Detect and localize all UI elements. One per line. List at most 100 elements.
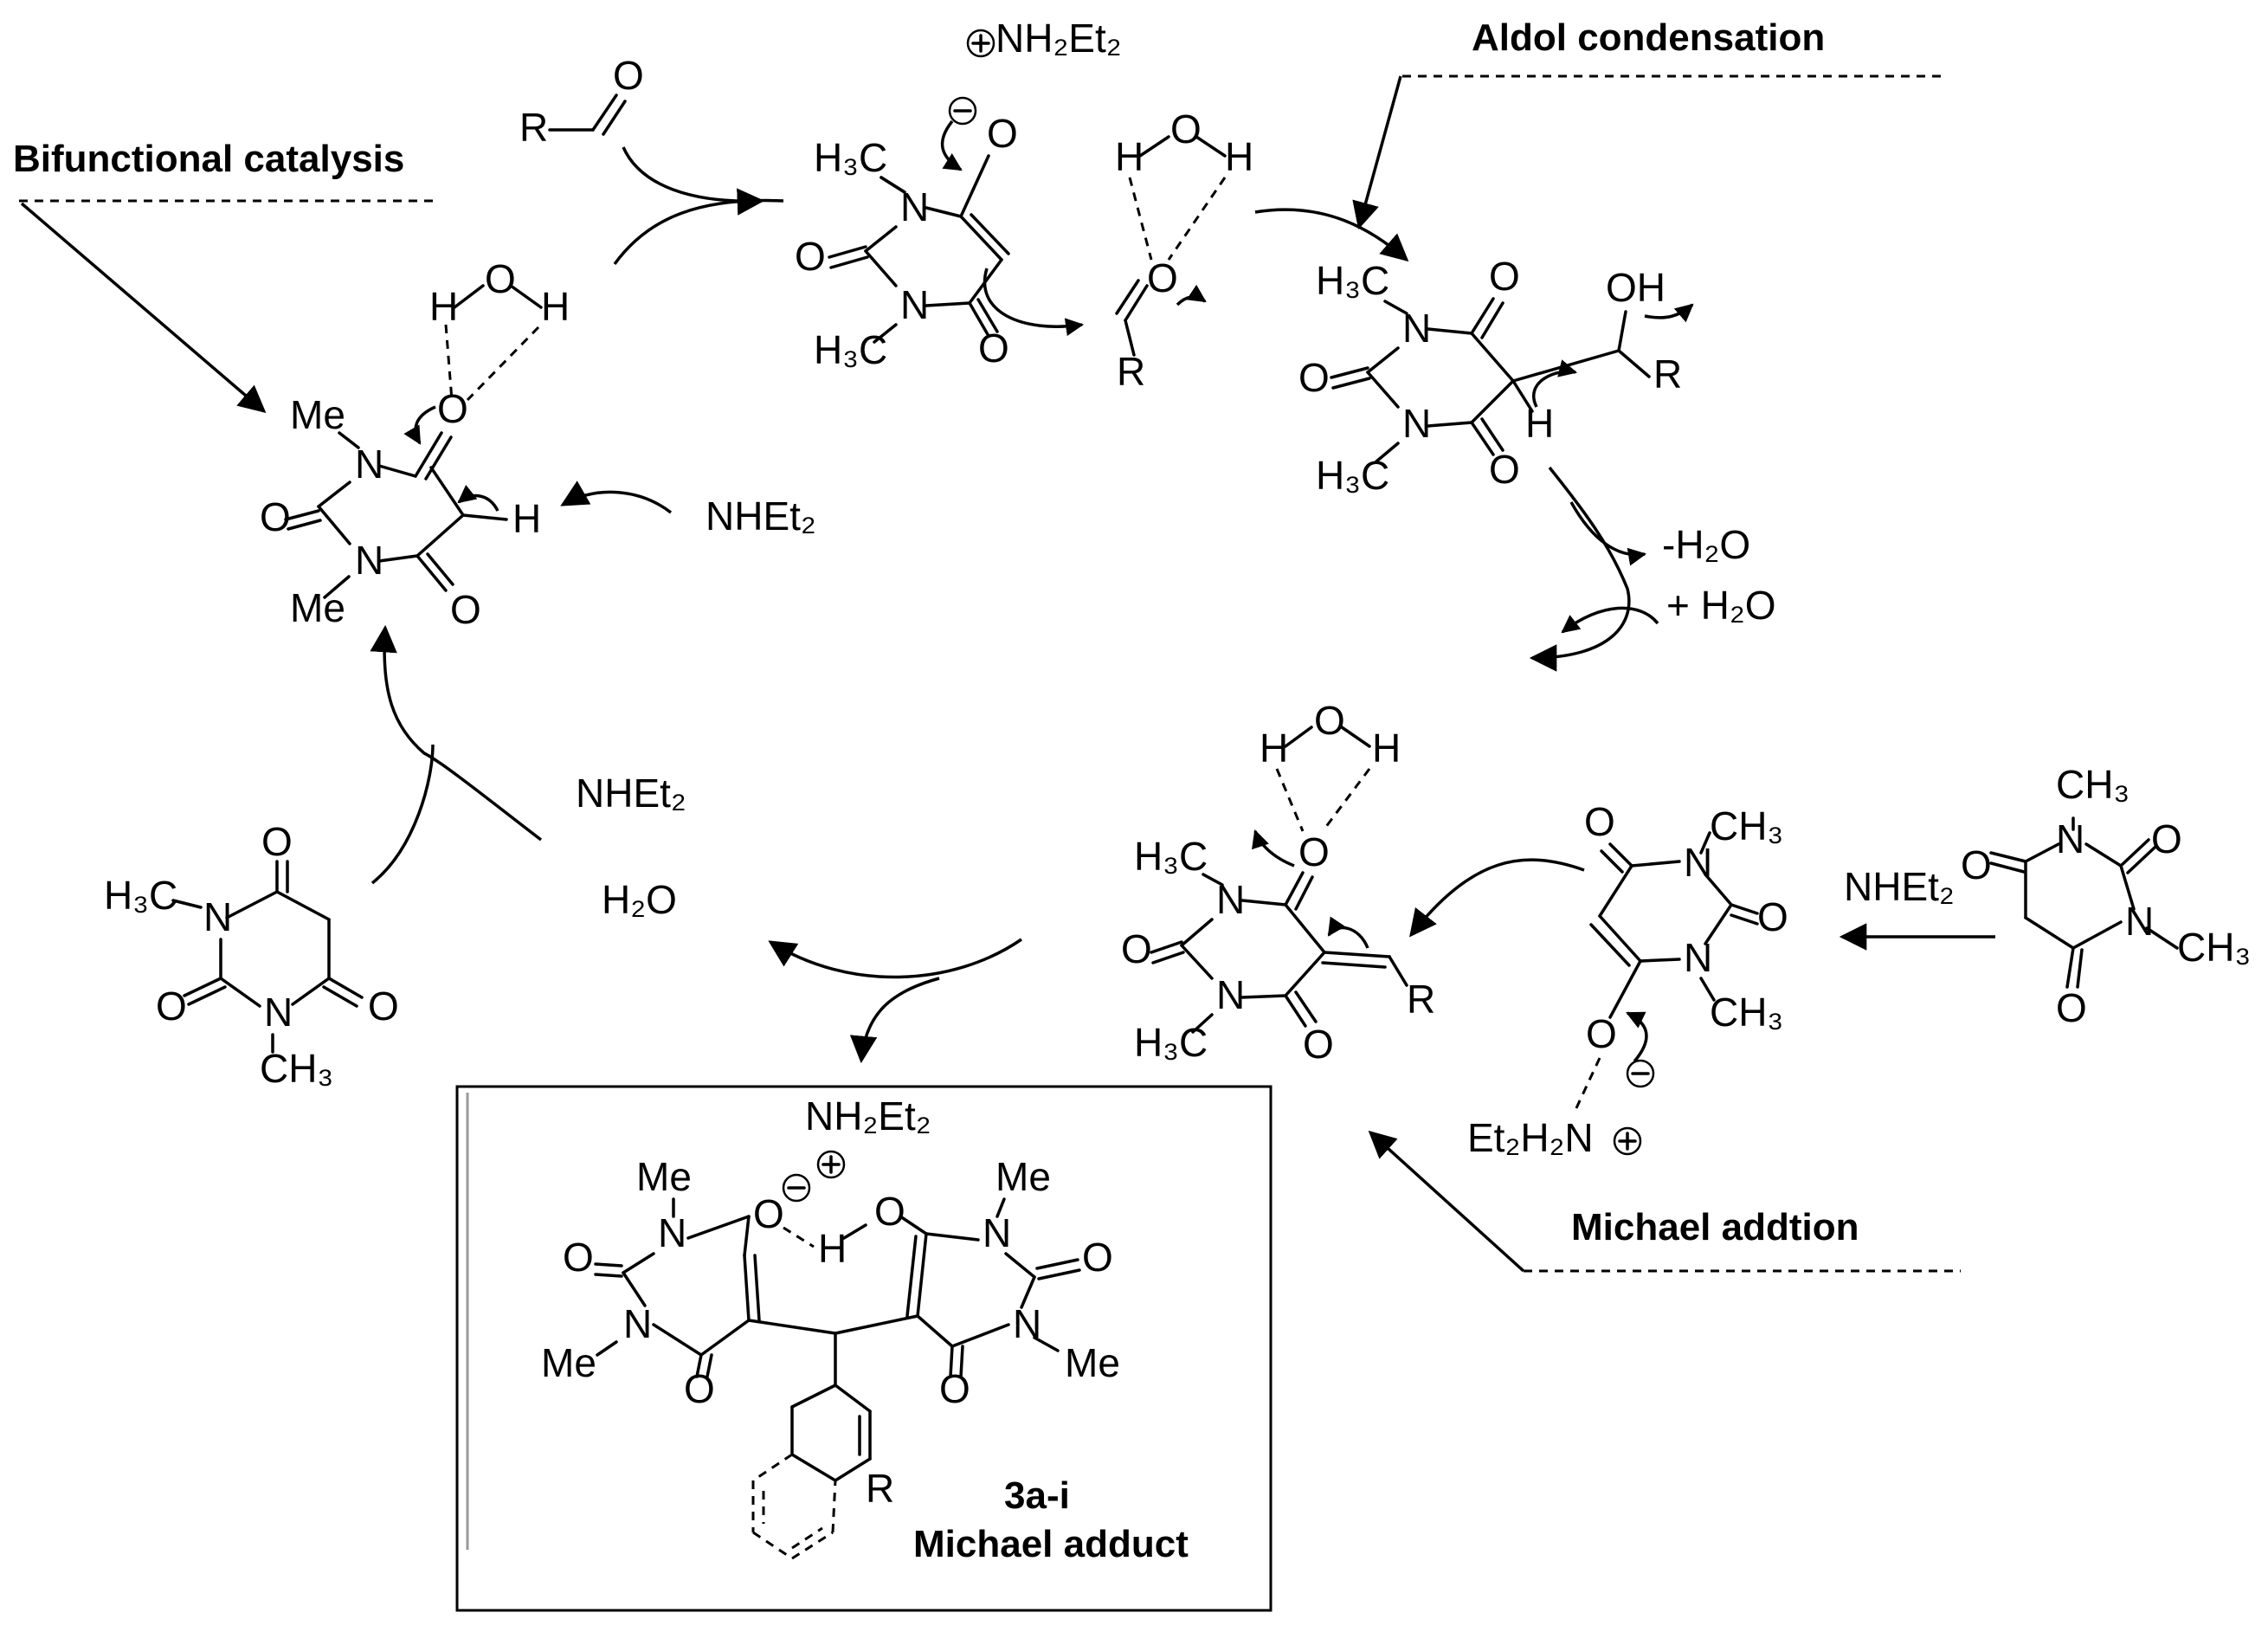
svg-text:Me: Me	[290, 392, 345, 437]
label-nhet2-left: NHEt₂	[576, 771, 686, 816]
water-gain-arrow	[1561, 606, 1659, 634]
label-water-left: H₂O	[602, 877, 677, 922]
pointer-arrow-bifunctional	[20, 202, 267, 414]
svg-text:Et₂H₂N: Et₂H₂N	[1467, 1115, 1594, 1160]
aldol-adduct: H₃C N N H₃C O O O OH R H	[1298, 254, 1694, 498]
svg-text:O: O	[1757, 894, 1788, 939]
svg-text:CH₃: CH₃	[2056, 762, 2129, 807]
svg-text:H₃C: H₃C	[814, 135, 887, 180]
base-deprotonation-arrow	[560, 481, 673, 514]
svg-text:CH₃: CH₃	[1710, 803, 1783, 848]
svg-text:O: O	[874, 1189, 905, 1234]
svg-text:N: N	[2125, 899, 2154, 944]
cycle-connector-left	[370, 744, 435, 885]
pointer-arrow-aldol	[1352, 75, 1402, 230]
svg-text:O: O	[1489, 254, 1520, 299]
svg-text:H₃C: H₃C	[104, 873, 177, 918]
cycle-arc-right	[1529, 466, 1631, 672]
svg-text:H: H	[1372, 726, 1401, 771]
svg-text:CH₃: CH₃	[2177, 925, 2251, 970]
heading-bifunctional-catalysis: Bifunctional catalysis	[13, 138, 404, 180]
svg-text:Me: Me	[541, 1340, 596, 1385]
svg-text:O: O	[1584, 799, 1615, 844]
svg-text:O: O	[1298, 829, 1330, 874]
second-enolate: O N CH₃ O N CH₃ O Et₂H₂N	[1409, 799, 1788, 1160]
svg-text:H: H	[1225, 134, 1253, 179]
svg-text:O: O	[1170, 106, 1202, 152]
svg-text:O: O	[1961, 842, 1992, 887]
svg-text:H: H	[818, 1226, 847, 1271]
enolate-intermediate: NH₂Et₂ O H₃C N N H₃C O O H O H O	[795, 16, 1253, 394]
product-box	[455, 1085, 1273, 1612]
heading-aldol-condensation: Aldol condensation	[1472, 16, 1825, 59]
label-nhet2-deprotonation: NHEt₂	[706, 493, 816, 539]
svg-text:Me: Me	[1065, 1340, 1120, 1385]
svg-text:O: O	[613, 53, 644, 98]
svg-text:O: O	[684, 1366, 715, 1411]
svg-text:O: O	[1303, 1022, 1334, 1067]
svg-text:OH: OH	[1606, 265, 1666, 310]
cycle-arc-top-right	[1254, 208, 1409, 262]
svg-text:H₃C: H₃C	[1134, 1020, 1208, 1065]
svg-text:N: N	[900, 282, 929, 327]
svg-text:Me: Me	[290, 585, 345, 630]
svg-text:O: O	[2056, 985, 2087, 1030]
svg-text:N: N	[1402, 401, 1431, 446]
svg-text:O: O	[978, 326, 1009, 371]
product-label: 3a-i	[1004, 1474, 1070, 1517]
svg-text:O: O	[450, 587, 481, 632]
heading-michael-addition: Michael addtion	[1571, 1206, 1859, 1248]
svg-text:N: N	[355, 442, 383, 487]
svg-text:CH₃: CH₃	[1710, 990, 1783, 1035]
svg-text:H: H	[512, 496, 541, 541]
label-nhet2-right: NHEt₂	[1844, 864, 1955, 909]
svg-text:O: O	[261, 819, 293, 864]
svg-text:NH₂Et₂: NH₂Et₂	[995, 16, 1122, 61]
svg-text:O: O	[1586, 1011, 1617, 1056]
svg-text:H₃C: H₃C	[814, 327, 887, 372]
svg-text:O: O	[437, 386, 468, 431]
svg-text:O: O	[485, 256, 516, 301]
svg-text:H: H	[1260, 726, 1288, 771]
svg-text:NH₂Et₂: NH₂Et₂	[805, 1093, 931, 1139]
svg-text:N: N	[2056, 816, 2084, 861]
label-minus-water: -H₂O	[1662, 522, 1750, 567]
svg-text:Me: Me	[995, 1154, 1051, 1199]
svg-text:O: O	[987, 111, 1018, 156]
svg-text:O: O	[1147, 255, 1178, 300]
dimethylbarbituric-acid-left: O H₃C N O N CH₃ O	[104, 819, 399, 1091]
svg-text:H₃C: H₃C	[1134, 834, 1208, 879]
svg-text:N: N	[623, 1301, 652, 1346]
cycle-arc-top-left	[613, 198, 784, 266]
svg-text:H: H	[541, 284, 570, 329]
cycle-arc-left	[370, 624, 543, 842]
barbituric-acid-water-complex: Me N N Me O O O H H O H	[260, 256, 570, 632]
svg-text:O: O	[1298, 355, 1330, 400]
pointer-arrow-michael	[1368, 1130, 1525, 1273]
product-name: Michael adduct	[913, 1523, 1189, 1565]
product-release-arrow	[849, 977, 940, 1064]
svg-text:R: R	[1407, 977, 1435, 1022]
svg-text:O: O	[260, 494, 291, 539]
svg-text:O: O	[563, 1235, 594, 1280]
svg-text:O: O	[1121, 926, 1152, 971]
svg-text:R: R	[519, 105, 548, 150]
svg-text:Me: Me	[636, 1154, 692, 1199]
svg-text:N: N	[658, 1210, 686, 1255]
svg-text:N: N	[264, 990, 293, 1035]
michael-adduct-structure: NH₂Et₂ Me N O N Me O O H O Me N	[541, 1093, 1120, 1560]
dimethylbarbituric-acid-right: CH₃ N O O N CH₃ O	[1961, 762, 2251, 1030]
svg-text:H₃C: H₃C	[1316, 258, 1389, 303]
svg-text:CH₃: CH₃	[260, 1046, 333, 1091]
svg-text:O: O	[1082, 1235, 1113, 1280]
svg-text:O: O	[2151, 816, 2182, 861]
aldehyde-entry-arrow	[622, 146, 765, 216]
svg-text:R: R	[866, 1466, 894, 1511]
svg-text:O: O	[753, 1191, 784, 1236]
svg-text:O: O	[368, 984, 399, 1029]
svg-text:R: R	[1653, 352, 1682, 397]
svg-text:R: R	[1117, 349, 1145, 394]
label-plus-water: + H₂O	[1666, 583, 1776, 628]
knoevenagel-intermediate: H O H O H₃C N N H₃C O O R	[1121, 698, 1435, 1067]
